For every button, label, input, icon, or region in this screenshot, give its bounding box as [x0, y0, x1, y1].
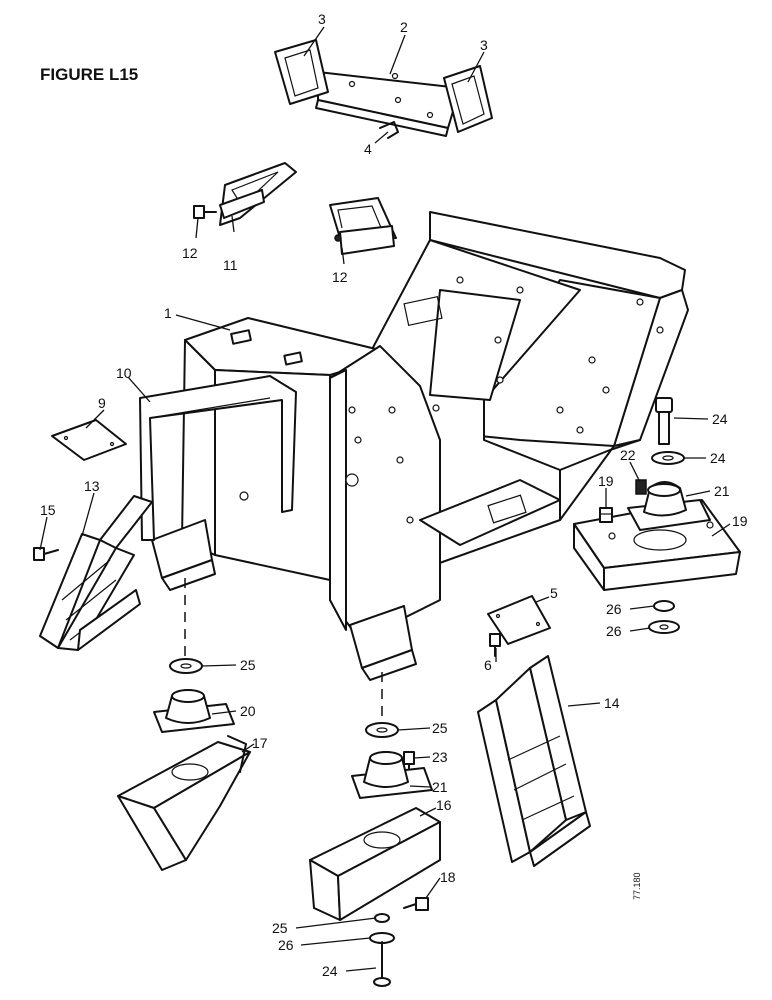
part-21-bolt-upper: [635, 479, 647, 495]
part-11-screw: [193, 205, 217, 219]
part-3-gasket-left: [274, 39, 329, 105]
callout-9: 11: [223, 257, 238, 273]
callout-24-left: 25: [240, 657, 256, 673]
callout-24-upper: 24: [710, 450, 726, 466]
part-24-washer-left: [169, 658, 203, 674]
part-9-latch: [219, 162, 297, 226]
callout-1: 1: [164, 305, 172, 321]
callout-7: 9: [98, 395, 106, 411]
part-15-mount-bracket-left: [117, 735, 251, 871]
part-25-washer-right: [653, 600, 675, 612]
callout-23: 24: [712, 411, 728, 427]
callout-6: 6: [484, 657, 492, 673]
part-23-long-bolt: [655, 397, 673, 445]
callout-25-right: 26: [606, 601, 622, 617]
callout-25-center: 25: [272, 920, 288, 936]
callout-18: 19: [598, 473, 614, 489]
callout-24-center: 25: [432, 720, 448, 736]
callouts: 3 2 3 4 1 10 9 15 13 11 12 12 24 24 22 1…: [40, 11, 748, 979]
callout-26-center: 26: [278, 937, 294, 953]
callout-13: 15: [40, 502, 56, 518]
callout-2: 2: [400, 19, 408, 35]
callout-19-left: 20: [240, 703, 256, 719]
part-3-gasket-right: [443, 65, 493, 133]
part-10-latch: [329, 197, 397, 255]
part-5-small-plate: [487, 595, 551, 645]
part-25-washer-center: [374, 913, 390, 923]
callout-14: 16: [436, 797, 452, 813]
part-26-washer-right: [648, 620, 680, 634]
part-4-clip: [379, 121, 399, 139]
callout-11: 12: [182, 245, 198, 261]
callout-4: 4: [364, 141, 372, 157]
callout-17: 19: [732, 513, 748, 529]
callout-20: 21: [714, 483, 730, 499]
part-13-bolt: [33, 547, 59, 561]
part-16-bolt: [403, 897, 429, 911]
callout-21-center: 23: [432, 749, 448, 765]
leader-lines: [39, 26, 731, 972]
part-20-rubber-mount: [627, 481, 711, 531]
part-1-chassis-frame: [151, 211, 689, 681]
part-18-bolt: [599, 507, 613, 523]
part-12-step-ladder-right: [477, 655, 591, 867]
drawing-reference-code: 77.180: [632, 872, 642, 900]
part-2-top-plate: [315, 71, 461, 137]
part-14-mount-bracket-center: [309, 807, 441, 921]
part-8-u-bracket: [139, 375, 297, 541]
callout-26-right: 26: [606, 623, 622, 639]
part-7-cover-plate: [51, 419, 127, 461]
callout-5: 5: [550, 585, 558, 601]
callout-8: 10: [116, 365, 132, 381]
callout-15: 17: [252, 735, 268, 751]
callout-21-upper: 22: [620, 447, 636, 463]
figure-title: FIGURE L15: [40, 65, 138, 84]
callout-16: 18: [440, 869, 456, 885]
part-12-step-ladder-left: [39, 495, 153, 651]
part-24-washer-center: [365, 722, 399, 738]
part-19-rubber-mount-center: [351, 751, 433, 799]
part-6-bolt: [489, 633, 501, 657]
part-22-bolt: [373, 941, 391, 987]
callout-12-right: 14: [604, 695, 620, 711]
callout-10: 12: [332, 269, 348, 285]
callout-3-left: 3: [318, 11, 326, 27]
part-24-washer-upper: [651, 451, 685, 465]
callout-22: 24: [322, 963, 338, 979]
callout-19-center: 21: [432, 779, 448, 795]
part-19-rubber-mount-left: [153, 689, 235, 733]
callout-3-right: 3: [480, 37, 488, 53]
callout-12-left: 13: [84, 478, 100, 494]
